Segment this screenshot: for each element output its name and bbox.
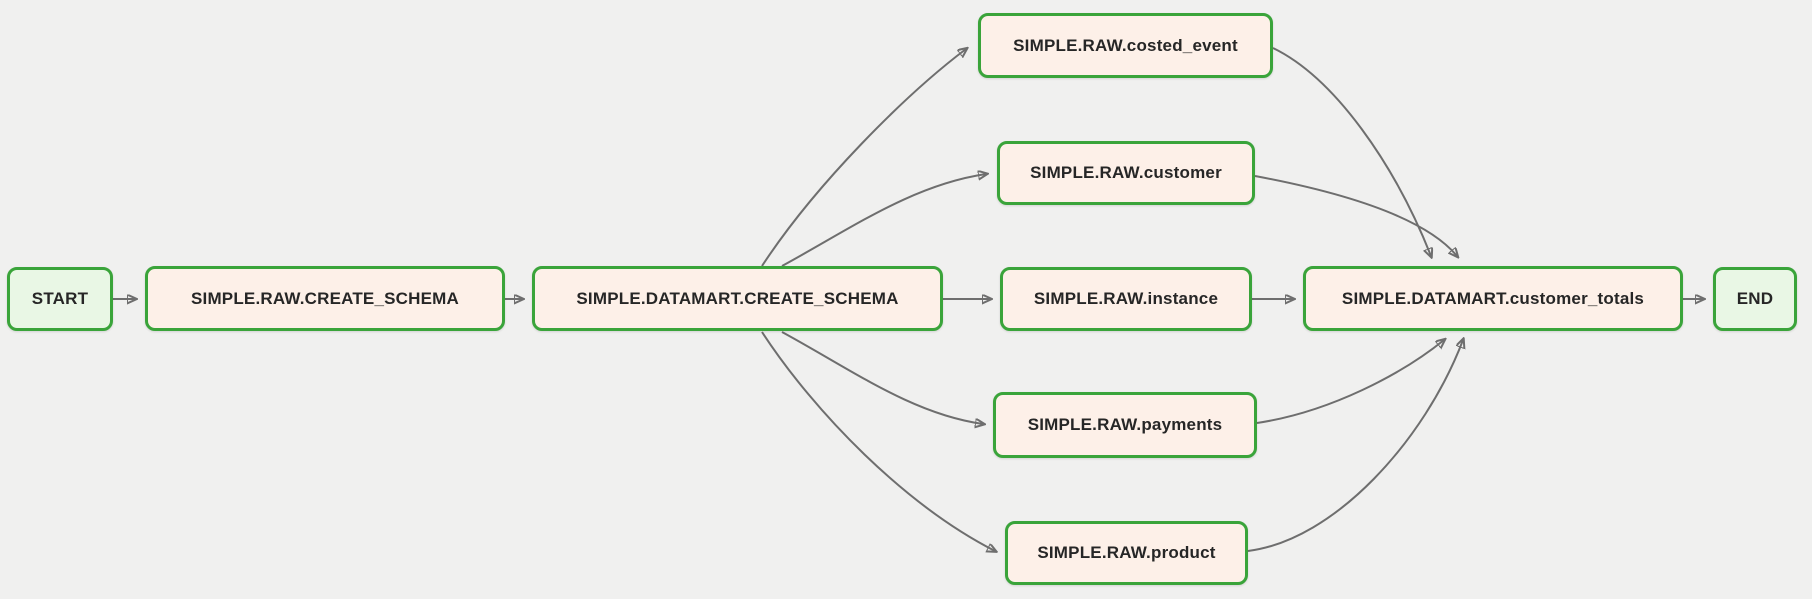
edge-datamart-create-schema-to-raw-product [761,331,995,551]
node-simple-raw-customer-label: SIMPLE.RAW.customer [1030,163,1222,182]
node-start[interactable]: START [7,267,113,331]
node-simple-raw-payments-label: SIMPLE.RAW.payments [1027,415,1223,434]
node-simple-datamart-create-schema-label: SIMPLE.DATAMART.CREATE_SCHEMA [576,288,899,308]
node-start-label: START [31,289,89,308]
node-simple-raw-instance-label: SIMPLE.RAW.instance [1033,289,1219,308]
node-simple-raw-instance[interactable]: SIMPLE.RAW.instance [1000,267,1252,331]
node-simple-datamart-customer-totals-label: SIMPLE.DATAMART.customer_totals [1341,288,1645,308]
edge-datamart-create-schema-to-raw-customer [781,174,986,267]
node-simple-raw-costed-event-label: SIMPLE.RAW.costed_event [1013,35,1238,55]
node-simple-raw-costed-event[interactable]: SIMPLE.RAW.costed_event [978,13,1273,78]
edge-raw-product-to-datamart-customer-totals [1247,340,1463,552]
node-simple-raw-create-schema[interactable]: SIMPLE.RAW.CREATE_SCHEMA [145,266,505,331]
node-simple-raw-customer[interactable]: SIMPLE.RAW.customer [997,141,1255,205]
edge-raw-costed-event-to-datamart-customer-totals [1272,47,1431,256]
edge-datamart-create-schema-to-raw-costed-event [761,49,966,267]
node-simple-raw-create-schema-label: SIMPLE.RAW.CREATE_SCHEMA [190,288,459,308]
edge-raw-payments-to-datamart-customer-totals [1256,340,1444,424]
node-simple-raw-product-label: SIMPLE.RAW.product [1037,543,1216,562]
node-simple-datamart-create-schema[interactable]: SIMPLE.DATAMART.CREATE_SCHEMA [532,266,943,331]
node-simple-raw-payments[interactable]: SIMPLE.RAW.payments [993,392,1257,458]
node-end-label: END [1736,289,1774,308]
edge-raw-customer-to-datamart-customer-totals [1254,175,1457,256]
node-simple-raw-product[interactable]: SIMPLE.RAW.product [1005,521,1248,585]
edge-datamart-create-schema-to-raw-payments [781,331,983,424]
node-simple-datamart-customer-totals[interactable]: SIMPLE.DATAMART.customer_totals [1303,266,1683,331]
node-end[interactable]: END [1713,267,1797,331]
